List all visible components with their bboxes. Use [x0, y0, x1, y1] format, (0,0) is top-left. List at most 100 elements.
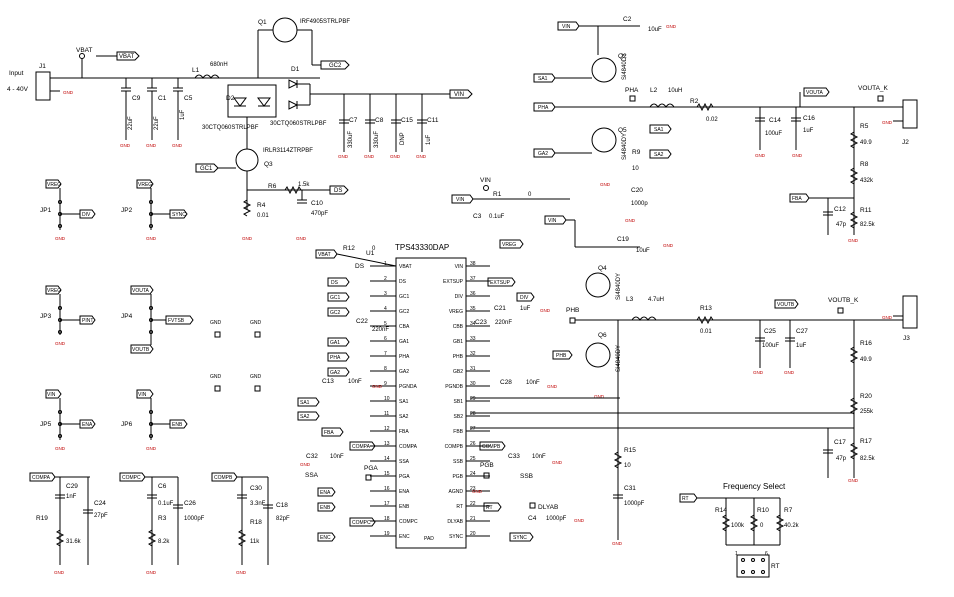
ic-pin-number: 22: [470, 501, 476, 507]
svg-text:1000pF: 1000pF: [184, 516, 205, 522]
ic-pin-name: DS: [399, 279, 407, 285]
svg-text:COMPC: COMPC: [352, 520, 371, 526]
svg-text:GND: GND: [390, 154, 401, 159]
ic-pin-name: VIN: [455, 264, 464, 270]
ic-pin-name: SA2: [399, 414, 409, 420]
ic-pin-name: ENA: [399, 489, 410, 495]
svg-text:Q2: Q2: [618, 53, 627, 60]
svg-text:C20: C20: [631, 187, 643, 194]
ic-pin-name: PGB: [452, 474, 463, 480]
svg-text:27pF: 27pF: [94, 513, 108, 519]
connector-j2: [902, 99, 918, 129]
ic-pin-number: 7: [384, 351, 387, 357]
svg-text:C9: C9: [132, 95, 141, 102]
svg-text:R13: R13: [700, 305, 712, 312]
svg-text:49.9: 49.9: [860, 140, 872, 146]
ic-pin-name: ENC: [399, 534, 410, 540]
ic-pin-number: 4: [384, 306, 387, 312]
svg-text:SA1: SA1: [300, 400, 310, 406]
svg-text:SYNC: SYNC: [513, 535, 527, 541]
svg-text:GND: GND: [364, 154, 375, 159]
svg-text:GND: GND: [242, 236, 253, 241]
svg-text:PHA: PHA: [330, 355, 341, 361]
svg-text:GND: GND: [848, 478, 859, 483]
svg-text:C32: C32: [306, 453, 318, 460]
svg-text:COMPC: COMPC: [122, 475, 141, 481]
svg-text:GND: GND: [55, 236, 66, 241]
svg-text:EXTSUP: EXTSUP: [490, 280, 511, 286]
svg-text:Si4840DY: Si4840DY: [616, 273, 622, 300]
svg-text:GND: GND: [882, 315, 893, 320]
mosfet-q4: [585, 272, 611, 298]
jp5-label: JP5: [40, 421, 52, 428]
svg-text:49.9: 49.9: [860, 357, 872, 363]
ic-pin-number: 3: [384, 291, 387, 297]
svg-text:FBA: FBA: [792, 196, 802, 202]
j1-body: [35, 71, 51, 101]
ic-pin-number: 15: [384, 471, 390, 477]
svg-text:VOUTA: VOUTA: [132, 288, 150, 294]
svg-text:330uF: 330uF: [348, 131, 354, 148]
ic-pin-name: GC2: [399, 309, 410, 315]
svg-text:GND: GND: [146, 143, 157, 148]
ic-pin-name: FBB: [453, 429, 463, 435]
svg-text:8.2k: 8.2k: [158, 539, 170, 545]
jp4-label: JP4: [121, 313, 133, 320]
ic-pin-name: RT: [456, 504, 463, 510]
svg-text:1000pF: 1000pF: [624, 501, 645, 507]
svg-text:GND: GND: [146, 236, 157, 241]
svg-text:IRLR3114ZTRPBF: IRLR3114ZTRPBF: [263, 148, 313, 154]
ic-pin-number: 13: [384, 441, 390, 447]
svg-text:C25: C25: [764, 328, 776, 335]
svg-text:VIN: VIN: [480, 177, 491, 184]
svg-text:0: 0: [372, 246, 376, 252]
u1-left-nets: VBAT R12 0 DS DS GC1 GC2 C22 220nF GA1 P…: [297, 245, 397, 542]
svg-text:22uF: 22uF: [128, 116, 134, 130]
mosfet-q3: [235, 148, 259, 172]
svg-text:GND: GND: [625, 218, 636, 223]
ic-pin-number: 24: [470, 471, 476, 477]
svg-text:R9: R9: [632, 149, 641, 156]
svg-text:100uF: 100uF: [762, 343, 779, 349]
svg-text:D2: D2: [226, 95, 235, 102]
svg-text:GND: GND: [120, 143, 131, 148]
ic-pin-number: 23: [470, 486, 476, 492]
ic-pin-name: VBAT: [399, 264, 412, 270]
svg-text:220nF: 220nF: [495, 320, 512, 326]
svg-text:C13: C13: [322, 378, 334, 385]
svg-text:GND: GND: [612, 541, 623, 546]
svg-text:R5: R5: [860, 123, 869, 130]
svg-text:1uF: 1uF: [180, 109, 186, 120]
ic-body: [395, 257, 467, 549]
svg-text:VREG: VREG: [502, 242, 516, 248]
ic-pins-right: 38VIN37EXTSUP36DIV35VREG34CBB33GB132PHB3…: [443, 261, 490, 540]
svg-text:1uF: 1uF: [803, 128, 814, 134]
svg-text:DNP: DNP: [400, 132, 406, 145]
svg-text:C23: C23: [475, 319, 487, 326]
svg-text:PAD: PAD: [424, 536, 434, 542]
svg-text:GA2: GA2: [330, 370, 340, 376]
svg-text:GND: GND: [552, 460, 563, 465]
ic-pin-number: 18: [384, 516, 390, 522]
svg-text:GC2: GC2: [329, 63, 342, 69]
svg-text:C18: C18: [276, 502, 288, 509]
inductor-l1: [194, 74, 220, 79]
vbat-port: [116, 51, 140, 61]
ic-pin-name: DIV: [455, 294, 464, 300]
ic-pin-number: 31: [470, 366, 476, 372]
svg-text:C14: C14: [769, 117, 781, 124]
svg-text:FVTSB: FVTSB: [168, 318, 185, 324]
svg-text:GND: GND: [300, 462, 311, 467]
ic-pin-name: GC1: [399, 294, 410, 300]
svg-text:C7: C7: [349, 117, 358, 124]
svg-text:PINT: PINT: [82, 318, 93, 324]
svg-text:GND: GND: [666, 24, 677, 29]
ic-pin-number: 35: [470, 306, 476, 312]
svg-text:Q6: Q6: [598, 332, 607, 339]
svg-text:GND: GND: [540, 308, 551, 313]
ic-pin-number: 25: [470, 456, 476, 462]
svg-text:R4: R4: [257, 202, 266, 209]
svg-text:Q4: Q4: [598, 265, 607, 272]
ic-pin-name: SB1: [454, 399, 464, 405]
